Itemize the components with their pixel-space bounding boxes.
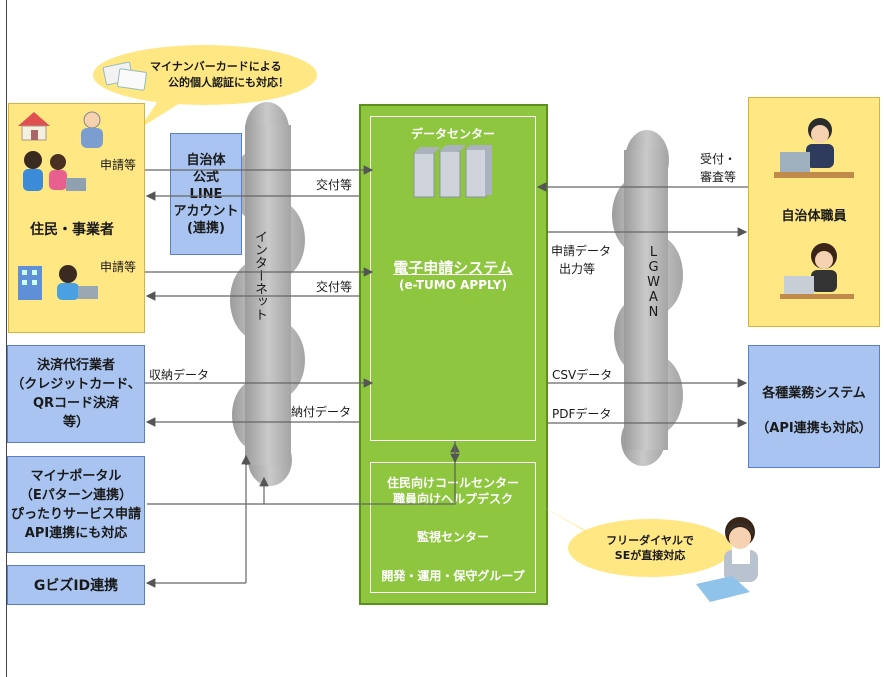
freedial-line2: SEが直接対応 bbox=[614, 549, 686, 562]
output-label-1: 申請データ bbox=[551, 244, 612, 258]
support-line1: 住民向けコールセンター bbox=[386, 476, 519, 490]
issue-label-1: 交付等 bbox=[316, 178, 353, 192]
apply-label-2: 申請等 bbox=[100, 260, 137, 274]
apply-label-1: 申請等 bbox=[100, 158, 137, 172]
accept-label-2: 審査等 bbox=[700, 170, 737, 184]
gbiz-id-box: GビズID連携 bbox=[7, 565, 145, 605]
frame-line bbox=[6, 0, 7, 677]
elderly-couple-icon bbox=[72, 110, 112, 156]
house-icon bbox=[16, 110, 52, 146]
payment-line4: 等） bbox=[62, 415, 89, 430]
freedial-line1: フリーダイヤルで bbox=[606, 534, 694, 547]
operator-icon bbox=[692, 512, 782, 616]
payment-line3: QRコード決済 bbox=[32, 396, 120, 411]
receipt-label: 収納データ bbox=[149, 368, 210, 382]
office-building-icon bbox=[14, 262, 46, 306]
server-rack-icon bbox=[410, 143, 496, 204]
internet-cloud bbox=[230, 102, 305, 486]
business-systems-api: （API連携も対応） bbox=[756, 421, 872, 436]
devops-label: 開発・運用・保守グループ bbox=[381, 569, 525, 583]
staff-man-icon bbox=[770, 112, 860, 186]
gbiz-label: GビズID連携 bbox=[33, 578, 119, 594]
system-name: 電子申請システム bbox=[393, 259, 513, 277]
internet-label: インターネット bbox=[252, 230, 267, 321]
payment-agent-box: 決済代行業者 （クレジットカード、 QRコード決済 等） bbox=[7, 345, 145, 443]
payment-data-label: 納付データ bbox=[291, 405, 352, 419]
line-account-line5: (連携) bbox=[187, 220, 225, 236]
support-line2: 職員向けヘルプデスク bbox=[392, 492, 513, 506]
monitoring-label: 監視センター bbox=[416, 530, 489, 544]
lgwan-label: LGWAN bbox=[646, 245, 661, 320]
mynaportal-box: マイナポータル （Eパターン連携） ぴったりサービス申請 API連携にも対応 bbox=[7, 456, 145, 553]
worker-laptop-icon bbox=[52, 262, 102, 306]
staff-label: 自治体職員 bbox=[781, 209, 847, 224]
output-label-2: 出力等 bbox=[559, 262, 596, 276]
payment-line2: （クレジットカード、 bbox=[11, 377, 141, 392]
staff-woman-icon bbox=[780, 238, 860, 304]
issue-label-2: 交付等 bbox=[316, 280, 353, 294]
mynumber-bubble-line1: マイナンバーカードによる bbox=[150, 60, 282, 73]
mynaportal-line4: API連携にも対応 bbox=[24, 525, 128, 541]
mynaportal-line2: （Eパターン連携） bbox=[19, 487, 133, 503]
line-account-box: 自治体 公式 LINE アカウント (連携) bbox=[170, 133, 242, 255]
line-account-line4: アカウント bbox=[173, 203, 239, 219]
lgwan-cloud bbox=[612, 130, 683, 466]
business-systems-label: 各種業務システム bbox=[762, 386, 866, 401]
mynumber-bubble-line2: 公的個人認証にも対応！ bbox=[168, 76, 289, 89]
datacenter-box bbox=[370, 116, 536, 441]
accept-label-1: 受付・ bbox=[700, 152, 737, 166]
pdf-label: PDFデータ bbox=[552, 407, 612, 421]
line-account-line1: 自治体 bbox=[186, 152, 226, 168]
line-account-line3: LINE bbox=[189, 186, 223, 202]
residents-label: 住民・事業者 bbox=[30, 222, 114, 238]
mynaportal-line3: ぴったりサービス申請 bbox=[10, 506, 141, 522]
system-subname: (e-TUMO APPLY) bbox=[399, 278, 507, 292]
csv-label: CSVデータ bbox=[552, 368, 613, 382]
payment-line1: 決済代行業者 bbox=[36, 358, 115, 373]
datacenter-label: データセンター bbox=[410, 127, 495, 141]
business-systems-box bbox=[748, 345, 880, 468]
line-account-line2: 公式 bbox=[192, 169, 219, 185]
family-laptop-icon bbox=[18, 148, 88, 200]
mynaportal-line1: マイナポータル bbox=[30, 468, 122, 484]
